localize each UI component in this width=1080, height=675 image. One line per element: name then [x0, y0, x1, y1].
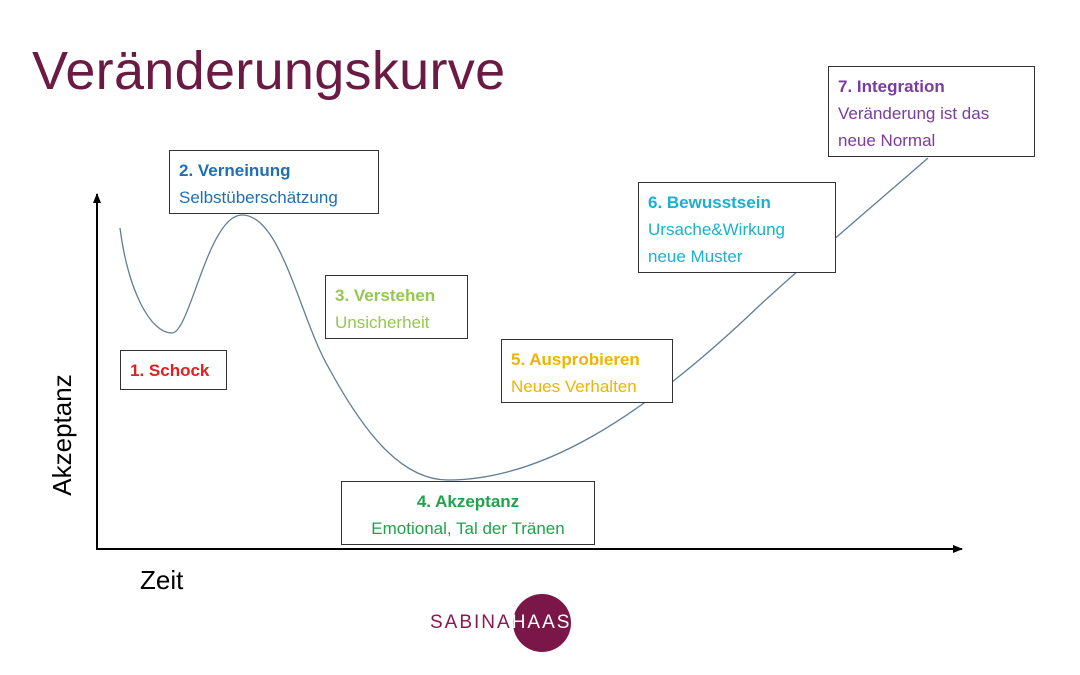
- phase-5-subtitle: Neues Verhalten: [511, 377, 637, 396]
- phase-4-subtitle: Emotional, Tal der Tränen: [371, 519, 565, 538]
- logo-text: SABINAHAAS: [430, 612, 571, 634]
- phase-3-understanding: 3. Verstehen Unsicherheit: [325, 275, 468, 339]
- phase-5-heading: 5. Ausprobieren: [511, 350, 640, 369]
- phase-5-trying: 5. Ausprobieren Neues Verhalten: [501, 339, 673, 403]
- phase-7-integration: 7. Integration Veränderung ist das neue …: [828, 66, 1035, 157]
- phase-6-subtitle-2: neue Muster: [648, 247, 743, 266]
- phase-4-heading: 4. Akzeptanz: [416, 492, 520, 511]
- change-curve: [119, 157, 929, 481]
- logo-circle: [513, 594, 571, 652]
- phase-6-subtitle: Ursache&Wirkung: [648, 220, 785, 239]
- phase-3-subtitle: Unsicherheit: [335, 313, 430, 332]
- x-axis-label: Zeit: [140, 565, 184, 595]
- phase-7-subtitle-2: neue Normal: [838, 131, 936, 150]
- phase-4-acceptance: 4. Akzeptanz Emotional, Tal der Tränen: [341, 481, 595, 545]
- phase-7-heading: 7. Integration: [838, 77, 945, 96]
- y-axis-label: Akzeptanz: [47, 374, 77, 496]
- phase-1-shock: 1. Schock: [120, 350, 227, 390]
- logo-left-text: SABINA: [430, 612, 512, 633]
- phase-6-heading: 6. Bewusstsein: [648, 193, 771, 212]
- phase-3-heading: 3. Verstehen: [335, 286, 436, 305]
- phase-2-heading: 2. Verneinung: [179, 161, 291, 180]
- phase-2-denial: 2. Verneinung Selbstüberschätzung: [169, 150, 379, 214]
- page-title: Veränderungskurve: [32, 41, 506, 101]
- brand-logo: SABINAHAAS: [430, 592, 580, 654]
- phase-1-heading: 1. Schock: [130, 361, 210, 380]
- phase-7-subtitle: Veränderung ist das: [838, 104, 990, 123]
- logo-right-text: HAAS: [511, 612, 572, 633]
- phase-2-subtitle: Selbstüberschätzung: [179, 188, 338, 207]
- phase-6-awareness: 6. Bewusstsein Ursache&Wirkung neue Must…: [638, 182, 836, 273]
